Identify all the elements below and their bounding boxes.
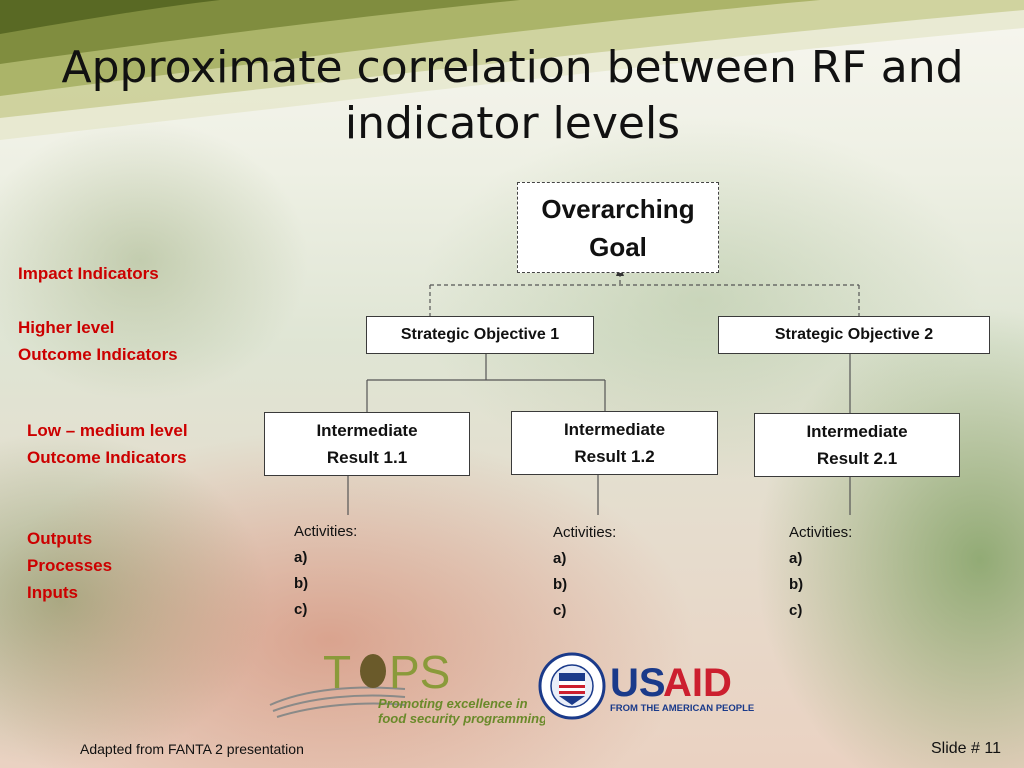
activity-item: c) — [789, 602, 803, 619]
inputs-text: Inputs — [27, 583, 78, 602]
higher-level-text: Higher level — [18, 318, 115, 337]
low-outcome-text: Outcome Indicators — [27, 448, 187, 467]
tops-leaf-icon — [360, 654, 386, 688]
source-note: Adapted from FANTA 2 presentation — [80, 741, 304, 757]
low-medium-text: Low – medium level — [27, 421, 188, 440]
usaid-tagline: FROM THE AMERICAN PEOPLE — [610, 703, 754, 714]
activities-list-1: Activities: a) b) c) — [294, 519, 357, 623]
intermediate-result-2-1-box: Intermediate Result 2.1 — [754, 413, 960, 477]
higher-level-outcome-label: Higher level Outcome Indicators — [18, 314, 178, 368]
activity-item: a) — [789, 550, 803, 567]
activity-item: c) — [553, 602, 567, 619]
processes-text: Processes — [27, 556, 113, 575]
intermediate-result-1-1-label: Intermediate Result 1.1 — [316, 421, 418, 467]
tops-tagline-2: food security programming — [378, 711, 545, 726]
usaid-wordmark-aid: AID — [663, 661, 732, 705]
slide-title: Approximate correlation between RF and i… — [61, 42, 964, 149]
higher-outcome-text: Outcome Indicators — [18, 345, 178, 364]
activity-item: b) — [553, 576, 568, 593]
activity-item: b) — [789, 576, 804, 593]
activities-heading: Activities: — [294, 523, 358, 540]
strategic-objective-2-label: Strategic Objective 2 — [774, 326, 934, 343]
impact-indicators-label: Impact Indicators — [18, 260, 159, 287]
activities-list-3: Activities: a) b) c) — [789, 520, 852, 624]
intermediate-result-1-2-label: Intermediate Result 1.2 — [563, 420, 666, 466]
tops-logo: T PS Promoting excellence in food securi… — [269, 646, 545, 726]
activity-item: a) — [553, 550, 567, 567]
activity-item: a) — [294, 549, 308, 566]
intermediate-result-1-1-box: Intermediate Result 1.1 — [264, 412, 470, 476]
usaid-logo: US AID FROM THE AMERICAN PEOPLE — [538, 652, 754, 720]
leaf-banner-decoration — [0, 0, 1024, 140]
intermediate-result-1-2-box: Intermediate Result 1.2 — [511, 411, 718, 475]
goal-label: Overarching Goal — [541, 193, 695, 262]
strategic-objective-2-box: Strategic Objective 2 — [718, 316, 990, 354]
activity-item: b) — [294, 575, 309, 592]
activities-heading: Activities: — [789, 524, 853, 541]
low-medium-outcome-label: Low – medium level Outcome Indicators — [27, 417, 188, 471]
intermediate-result-2-1-label: Intermediate Result 2.1 — [806, 422, 908, 468]
slide-number: Slide # 11 — [931, 740, 1001, 757]
activity-item: c) — [294, 601, 308, 618]
usaid-wordmark-us: US — [610, 661, 666, 705]
impact-indicators-text: Impact Indicators — [18, 264, 159, 283]
outputs-text: Outputs — [27, 529, 93, 548]
activities-heading: Activities: — [553, 524, 617, 541]
tops-tagline-1: Promoting excellence in — [378, 696, 528, 711]
strategic-objective-1-label: Strategic Objective 1 — [400, 326, 560, 343]
strategic-objective-1-box: Strategic Objective 1 — [366, 316, 594, 354]
activities-list-2: Activities: a) b) c) — [553, 520, 616, 624]
outputs-processes-inputs-label: Outputs Processes Inputs — [27, 525, 112, 606]
svg-text:PS: PS — [389, 646, 450, 698]
goal-box: Overarching Goal — [517, 182, 719, 273]
tops-wordmark: T — [323, 646, 351, 698]
